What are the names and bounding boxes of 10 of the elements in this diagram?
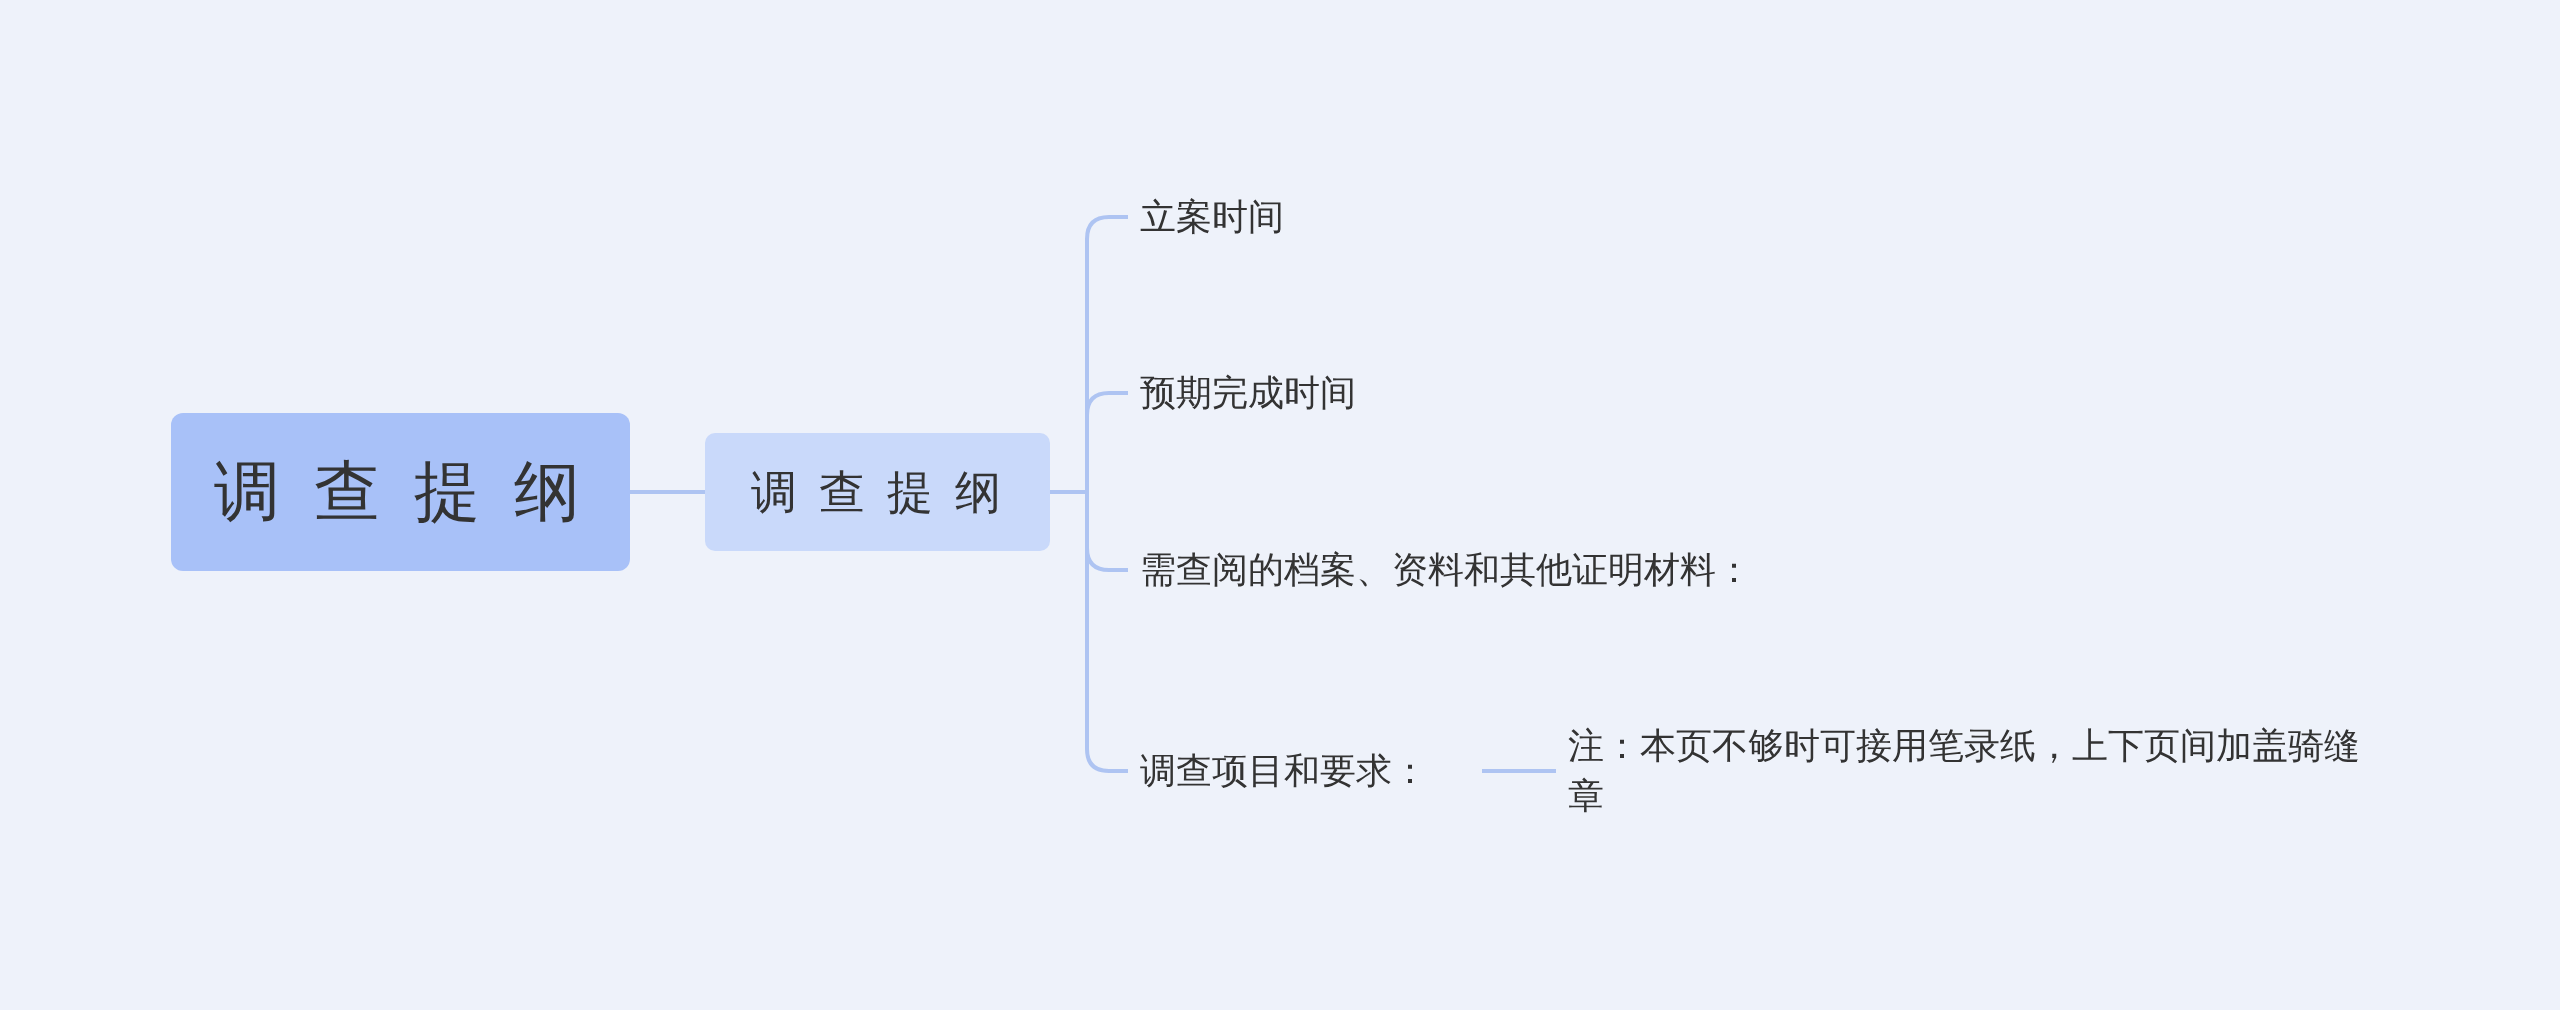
note-text: 注：本页不够时可接用笔录纸，上下页间加盖骑缝章	[1568, 714, 2388, 828]
topic-box: 调 查 提 纲	[705, 433, 1050, 551]
topic-text: 调查项目和要求：	[1140, 744, 1470, 798]
topic-text: 需查阅的档案、资料和其他证明材料：	[1140, 543, 1840, 597]
topic-text: 预期完成时间	[1140, 366, 1540, 420]
connector-line	[1050, 490, 1128, 773]
connector-line	[1482, 769, 1556, 773]
root-topic-box: 调 查 提 纲	[171, 413, 630, 571]
connector-line	[630, 490, 705, 494]
topic-text: 立案时间	[1140, 190, 1540, 244]
